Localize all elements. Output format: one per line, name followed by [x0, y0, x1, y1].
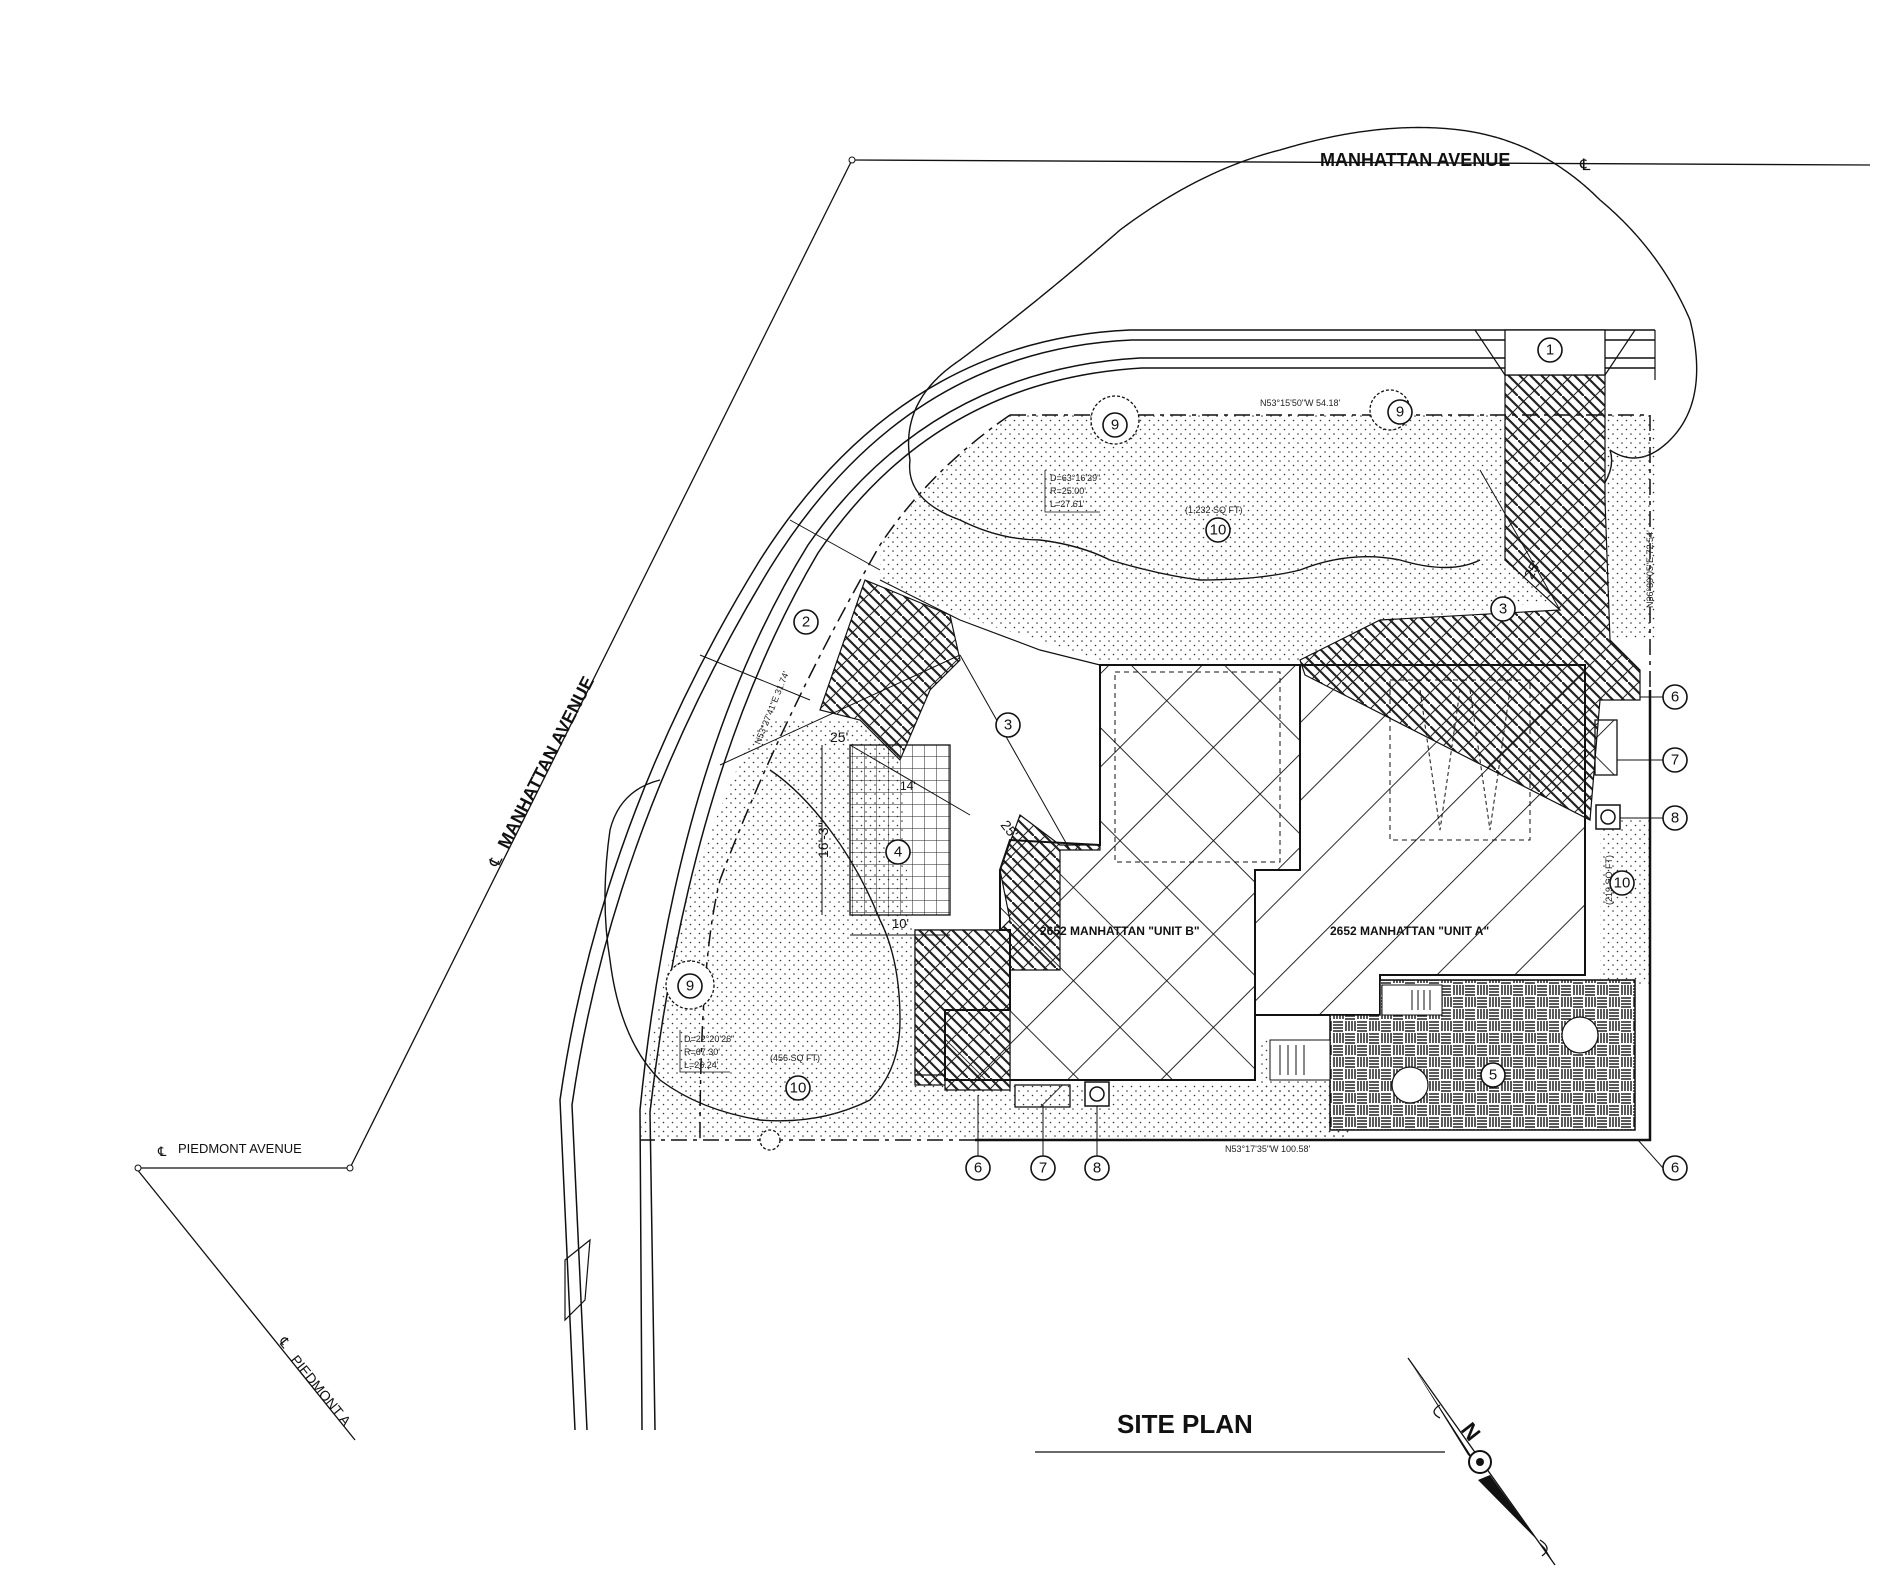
- callout-6-southwest: 6: [965, 1155, 991, 1181]
- svg-text:8: 8: [1093, 1160, 1101, 1177]
- grid-pad: [849, 744, 951, 916]
- svg-text:8: 8: [1671, 810, 1679, 827]
- callout-10-north: 10: [1205, 517, 1231, 543]
- street-label-manhattan-top: MANHATTAN AVENUE: [1320, 150, 1510, 170]
- svg-text:4: 4: [894, 844, 902, 861]
- svg-text:6: 6: [974, 1160, 982, 1177]
- svg-text:9: 9: [686, 978, 694, 995]
- street-centerlines: [134, 156, 1871, 1441]
- north-arrow: N: [1407, 1357, 1556, 1566]
- bearing-east: N36°39'05"E 72.54': [1645, 530, 1655, 608]
- area-east-strip: (219 SQ FT): [1604, 855, 1614, 905]
- callout-3-driveway: 3: [1490, 596, 1516, 622]
- svg-text:9: 9: [1396, 404, 1404, 421]
- callout-10-east: 10: [1609, 870, 1635, 896]
- centerline-symbol-top: ℄: [1579, 157, 1591, 174]
- curve-1-radius: R=25.00': [1050, 486, 1086, 496]
- callout-3-walk: 3: [995, 712, 1021, 738]
- curve-data-1: D=63°16'29" R=25.00' L=27.61': [1044, 470, 1100, 513]
- callout-6-southeast: 6: [1662, 1155, 1688, 1181]
- svg-text:10: 10: [1210, 522, 1227, 539]
- callout-10-west: 10: [785, 1075, 811, 1101]
- callout-5: 5: [1480, 1062, 1506, 1088]
- street-label-piedmont-diagonal: PIEDMONT A: [288, 1352, 355, 1429]
- lawn-north: [880, 415, 1655, 660]
- centerline-symbol-piedmont: ℄: [157, 1144, 167, 1159]
- basketweave-patio: [1269, 979, 1636, 1131]
- svg-text:1: 1: [1546, 342, 1554, 359]
- curve-1-delta: D=63°16'29": [1050, 473, 1100, 483]
- drawing-title: SITE PLAN: [1117, 1409, 1253, 1439]
- unit-a-building: [1254, 664, 1586, 1016]
- callout-7-south: 7: [1030, 1155, 1056, 1181]
- curve-2-delta: D=22°20'26": [684, 1034, 734, 1044]
- bearing-south: N53°17'35"W 100.58': [1225, 1144, 1311, 1154]
- centerline-symbol-piedmont-diagonal: ℄: [275, 1333, 294, 1351]
- callout-1: 1: [1537, 337, 1563, 363]
- callout-9-north-2: 9: [1387, 399, 1413, 425]
- curve-data-2: D=22°20'26" R=67.30' L=26.24': [679, 1030, 734, 1073]
- svg-text:6: 6: [1671, 689, 1679, 706]
- bearing-north: N53°15'50"W 54.18': [1260, 398, 1341, 408]
- svg-text:6: 6: [1671, 1160, 1679, 1177]
- callout-8-south: 8: [1084, 1155, 1110, 1181]
- callout-9-north-1: 9: [1102, 412, 1128, 438]
- driveway-cuts: [564, 519, 881, 1322]
- callout-4: 4: [885, 839, 911, 865]
- centerline-symbol-diagonal: ℄: [486, 852, 507, 870]
- dim-radius-25-c: 25': [1521, 558, 1544, 582]
- svg-text:3: 3: [1004, 717, 1012, 734]
- area-north-lawn: (1,232 SQ FT): [1185, 505, 1243, 515]
- dim-radius-25-a: 25': [830, 729, 848, 745]
- radius-lines: [719, 469, 1561, 851]
- walk-west-herringbone: [819, 579, 961, 762]
- callout-2: 2: [793, 609, 819, 635]
- svg-text:2: 2: [802, 614, 810, 631]
- dim-14: 14': [900, 779, 916, 793]
- dim-pad-height: 16'-3": [815, 822, 831, 858]
- unit-a-label: 2652 MANHATTAN "UNIT A": [1330, 924, 1489, 938]
- svg-text:9: 9: [1111, 417, 1119, 434]
- svg-text:7: 7: [1039, 1160, 1047, 1177]
- callout-7-east: 7: [1662, 747, 1688, 773]
- svg-text:10: 10: [790, 1080, 807, 1097]
- svg-text:7: 7: [1671, 752, 1679, 769]
- callout-leaders: [977, 696, 1664, 1169]
- curve-1-length: L=27.61': [1050, 499, 1085, 509]
- unit-b-label: 2652 MANHATTAN "UNIT B": [1040, 924, 1200, 938]
- svg-text:3: 3: [1499, 601, 1507, 618]
- dim-pad-width: 10': [892, 916, 909, 931]
- callout-8-east: 8: [1662, 805, 1688, 831]
- curve-2-length: L=26.24': [684, 1060, 719, 1070]
- street-label-piedmont-horizontal: PIEDMONT AVENUE: [178, 1141, 302, 1156]
- svg-text:10: 10: [1614, 875, 1631, 892]
- curve-2-radius: R=67.30': [684, 1047, 720, 1057]
- utility-items: [1014, 719, 1621, 1108]
- callout-9-west: 9: [677, 973, 703, 999]
- street-label-manhattan-diagonal: MANHATTAN AVENUE: [494, 673, 598, 852]
- callout-6-east-top: 6: [1662, 684, 1688, 710]
- svg-text:5: 5: [1489, 1067, 1497, 1084]
- lawn-east: [1600, 820, 1650, 985]
- area-west-lawn: (456 SQ FT): [770, 1053, 820, 1063]
